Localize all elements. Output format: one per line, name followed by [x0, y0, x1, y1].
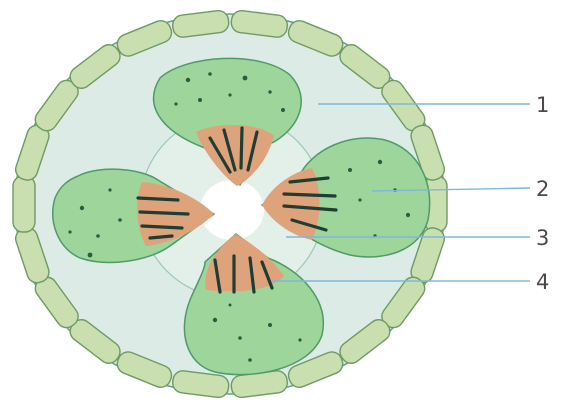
outer-cell [13, 176, 35, 232]
label-1: 1 [536, 93, 549, 117]
label-3: 3 [536, 226, 549, 250]
label-4: 4 [536, 270, 549, 294]
label-2: 2 [536, 177, 549, 201]
